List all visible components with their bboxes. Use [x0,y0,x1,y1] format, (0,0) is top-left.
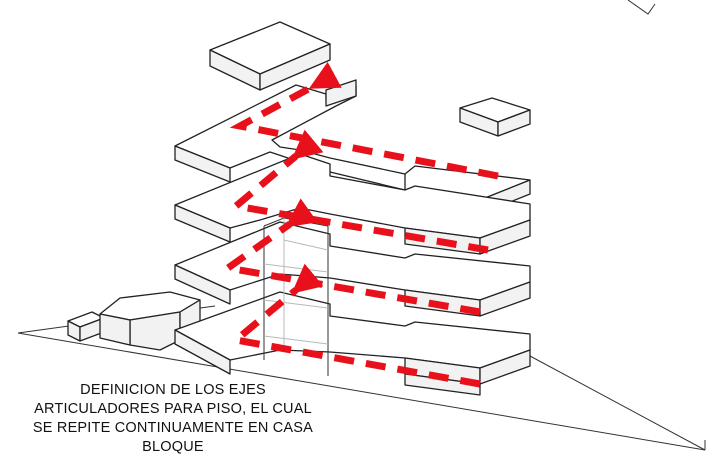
neighbor-buildings [67,291,201,351]
detached-block [459,97,531,137]
diagram-caption: DEFINICION DE LOS EJES ARTICULADORES PAR… [4,381,342,457]
axis-arrow-floor-3 [227,129,489,254]
caption-line-3: SE REPITE CONTINUAMENTE EN CASA [32,420,314,436]
floor-2 [174,153,531,255]
caption-line-4: BLOQUE [142,439,204,455]
articulating-axes [219,61,499,388]
caption-line-2: ARTICULADORES PARA PISO, EL CUAL [34,401,312,417]
floor-roof [209,21,331,91]
axis-arrow-floor-2 [219,198,481,316]
caption-line-1: DEFINICION DE LOS EJES [80,382,266,398]
axis-arrow-floor-1 [227,263,481,388]
axis-arrow-roof [229,61,499,180]
north-arrow-fragment [627,0,656,15]
